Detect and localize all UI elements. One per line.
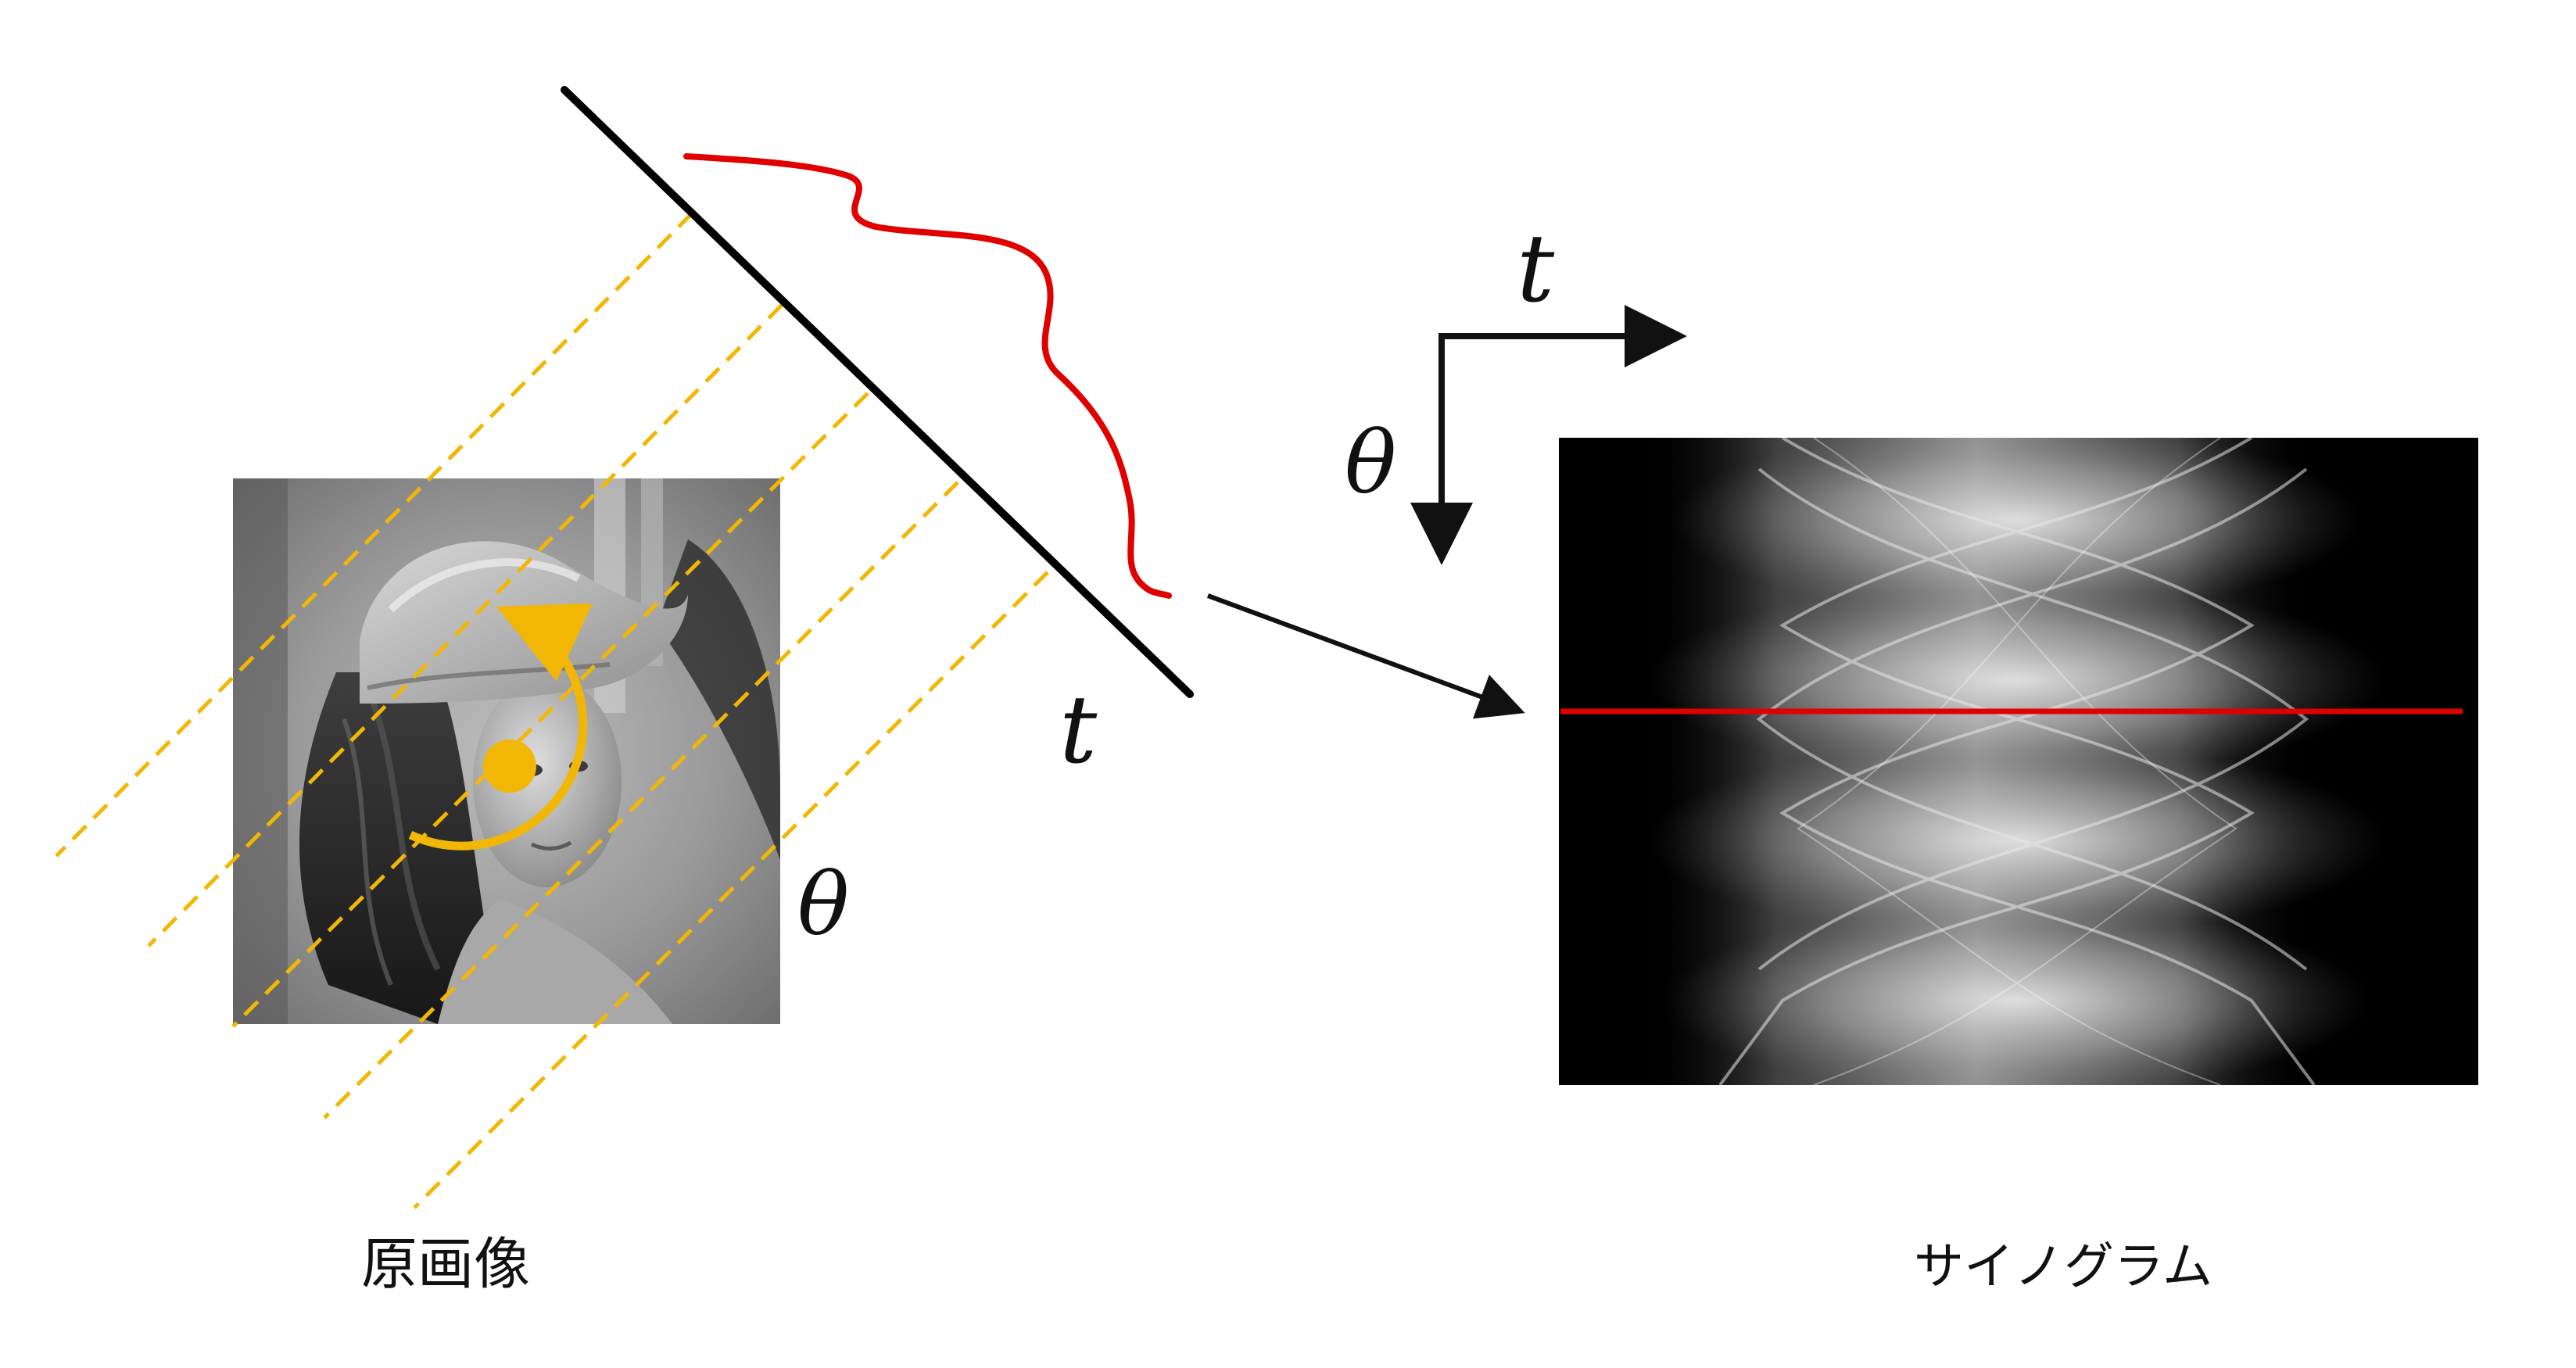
projection-t-label: t <box>1059 676 1098 785</box>
sinogram-caption: サイノグラム <box>1914 1238 2212 1296</box>
sinogram-axes: t θ <box>1345 215 1687 565</box>
projection-rays <box>55 212 1049 1209</box>
rotation-theta-label: θ <box>797 854 849 954</box>
sinogram-t-label: t <box>1517 215 1555 324</box>
ray-line <box>147 303 783 947</box>
ray-line <box>55 212 693 858</box>
projection-axis-line <box>561 86 1194 698</box>
ray-line <box>413 571 1049 1209</box>
ray-line <box>231 392 869 1028</box>
rotation-indicator <box>408 603 593 851</box>
rotation-center-dot <box>483 740 536 793</box>
ray-line <box>323 481 959 1119</box>
projection-profile-curve <box>683 153 1172 599</box>
sinogram-image <box>1559 438 2478 1085</box>
rotation-arc-icon <box>408 603 593 851</box>
projection-to-sinogram-arrow <box>1206 593 1525 719</box>
original-image-caption: 原画像 <box>361 1231 530 1297</box>
sinogram-theta-label: θ <box>1345 413 1396 513</box>
